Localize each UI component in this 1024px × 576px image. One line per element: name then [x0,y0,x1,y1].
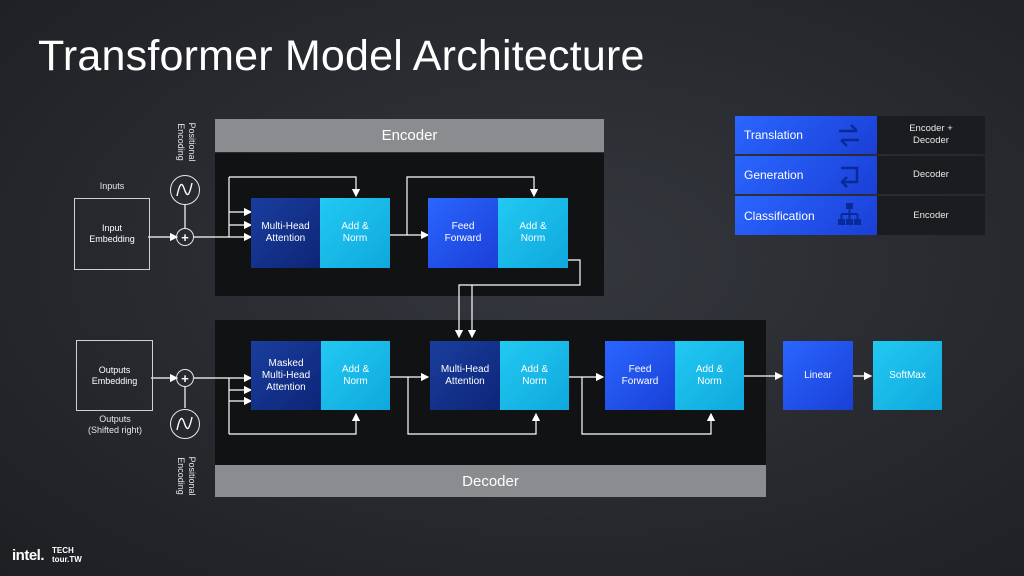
encoder-add-norm-1: Add & Norm [320,198,390,268]
input-embedding-box: Input Embedding [74,198,150,270]
task-classification-label: Classification [744,208,815,223]
task-generation-model: Decoder [877,156,985,194]
outputs-shifted-label: Outputs (Shifted right) [87,414,143,435]
encoder-add-icon: + [176,228,194,246]
swap-arrows-icon [839,124,859,147]
encoder-header: Encoder [215,119,604,152]
decoder-add-icon: + [176,369,194,387]
decoder-feed-forward: Feed Forward [605,341,675,410]
encoder-sine-wave-icon [170,175,200,205]
intel-logo: intel. [12,546,45,564]
loop-arrow-icon [840,166,859,188]
decoder-positional-encoding-label: Positional Encoding [176,456,197,496]
decoder-sine-wave-icon [170,409,200,439]
decoder-multi-head-attention: Multi-Head Attention [430,341,500,410]
linear-box: Linear [783,341,853,410]
task-generation: Generation [735,156,877,194]
outputs-embedding-box: Outputs Embedding [76,340,153,411]
task-translation-model: Encoder + Decoder [877,116,985,154]
task-generation-label: Generation [744,168,804,182]
encoder-feed-forward: Feed Forward [428,198,498,268]
decoder-header: Decoder [215,465,766,497]
encoder-positional-encoding-label: Positional Encoding [176,122,197,162]
task-classification: Classification [735,196,877,235]
tech-tour-logo: TECH tour.TW [52,546,82,564]
footer-logo: intel. TECH tour.TW [12,546,82,564]
page-title: Transformer Model Architecture [38,32,645,80]
decoder-add-norm-1: Add & Norm [321,341,390,410]
decoder-add-norm-3: Add & Norm [675,341,744,410]
decoder-add-norm-2: Add & Norm [500,341,569,410]
encoder-multi-head-attention: Multi-Head Attention [251,198,320,268]
task-classification-model: Encoder [877,196,985,235]
task-translation-label: Translation [744,128,803,142]
encoder-add-norm-2: Add & Norm [498,198,568,268]
softmax-box: SoftMax [873,341,942,410]
inputs-label: Inputs [99,181,125,191]
task-translation: Translation [735,116,877,154]
hierarchy-icon [838,203,861,225]
decoder-masked-attention: Masked Multi-Head Attention [251,341,321,410]
